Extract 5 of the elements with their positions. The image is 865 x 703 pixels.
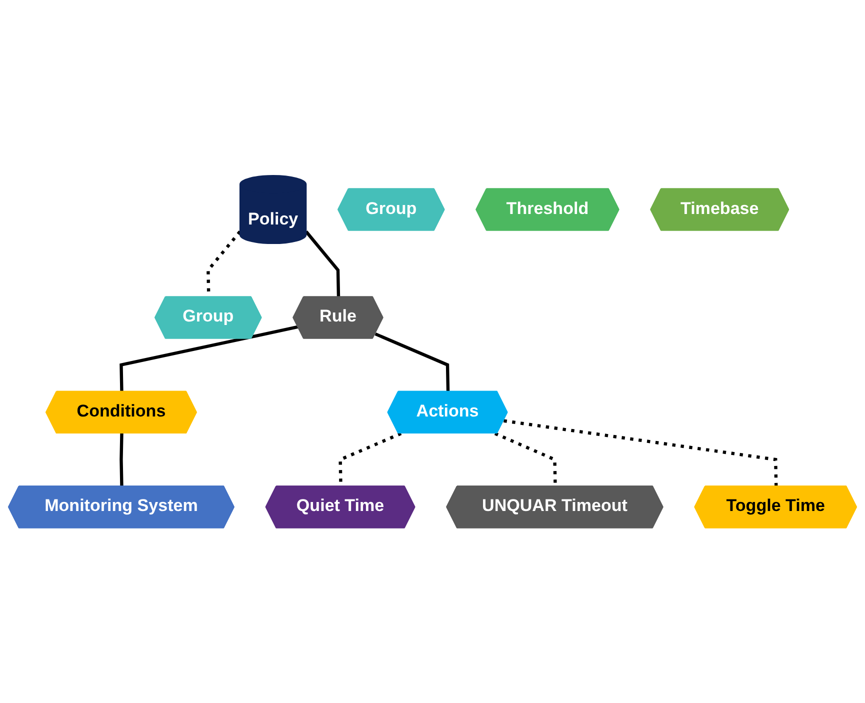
connector (120, 325, 298, 392)
connector (504, 419, 778, 487)
connector (374, 332, 450, 392)
connector (304, 230, 340, 298)
connector (120, 433, 124, 487)
